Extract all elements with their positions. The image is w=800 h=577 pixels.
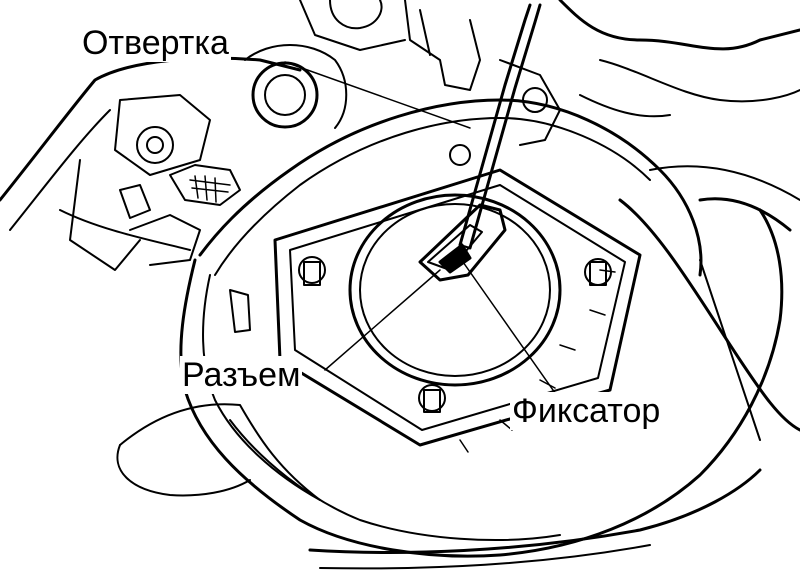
connector-leader-line <box>324 269 441 371</box>
hand-and-wheel-rim <box>558 0 800 441</box>
screwdriver-label: Отвертка <box>80 24 231 62</box>
leader-lines <box>284 61 561 401</box>
connector-assembly <box>418 203 507 282</box>
screwdriver-leader-line <box>284 61 471 129</box>
latch-leader-line <box>462 261 561 401</box>
screwdriver <box>458 3 542 250</box>
wheel-spoke-trim <box>116 98 784 570</box>
latch-label: Фиксатор <box>510 392 663 430</box>
connector-label: Разъем <box>180 356 303 394</box>
